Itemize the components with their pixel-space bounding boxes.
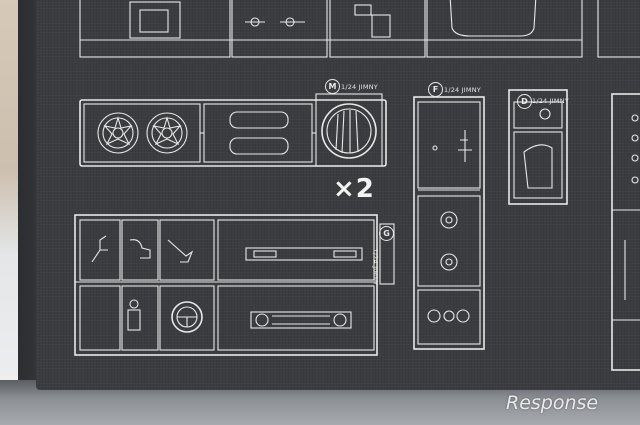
sprue-d [508, 89, 568, 205]
sprue-d-scale: 1/24 JIMNY [532, 97, 569, 105]
sprue-f [413, 96, 485, 350]
sprue-m [79, 93, 387, 167]
sprue-f-letter: F [428, 82, 443, 97]
sprue-g-scale: 1/24 JIMNY [371, 248, 380, 286]
sprue-m-letter: M [325, 79, 340, 94]
watermark-logo: Response [506, 392, 599, 414]
sprue-right-partial [611, 93, 640, 371]
instruction-board [36, 0, 640, 390]
sprue-g-letter: G [379, 226, 394, 241]
sprue-m-scale: 1/24 JIMNY [341, 83, 378, 91]
top-sprue-frames [79, 0, 640, 58]
sprue-g [74, 214, 395, 356]
sprue-f-scale: 1/24 JIMNY [444, 86, 481, 94]
quantity-multiplier: ×2 [333, 174, 375, 204]
sprue-d-letter: D [517, 94, 532, 109]
